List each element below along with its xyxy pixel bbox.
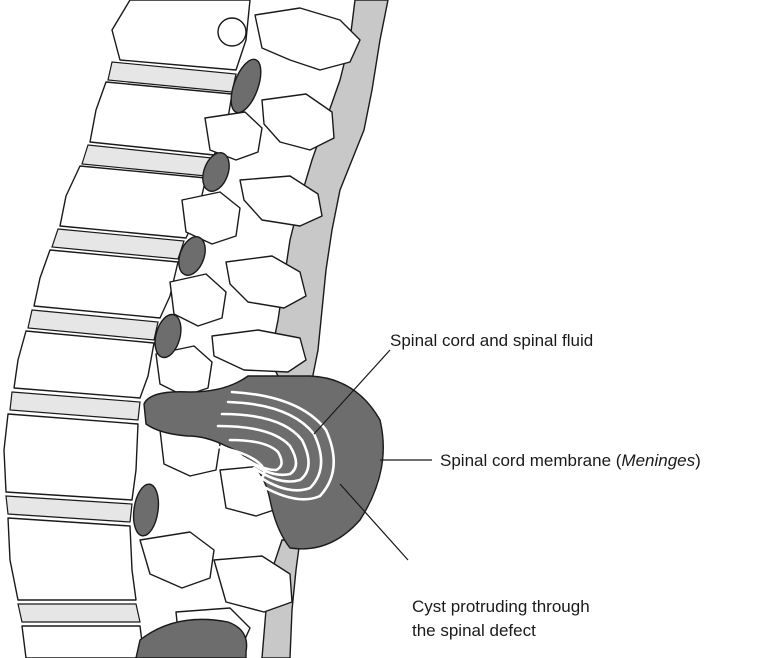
facet-6 xyxy=(140,532,214,588)
label-cyst-line2: the spinal defect xyxy=(412,621,536,640)
facet-2 xyxy=(182,192,240,244)
label-cyst-line1: Cyst protruding through xyxy=(412,597,590,616)
disc-7 xyxy=(18,604,140,622)
label-cord-fluid: Spinal cord and spinal fluid xyxy=(390,331,593,350)
process-4 xyxy=(212,330,306,372)
bone-nodule-1 xyxy=(218,18,246,46)
vertebra-7 xyxy=(8,518,136,600)
foramen-6 xyxy=(136,619,247,658)
disc-6 xyxy=(6,496,132,522)
label-membrane: Spinal cord membrane (Meninges) xyxy=(440,451,701,470)
vertebra-5 xyxy=(14,331,154,398)
label-membrane-text: Spinal cord membrane ( xyxy=(440,451,622,470)
vertebra-6 xyxy=(4,414,138,500)
spinous-top xyxy=(255,8,360,70)
process-1 xyxy=(262,94,334,150)
label-membrane-italic: Meninges xyxy=(621,451,695,470)
vertebra-4 xyxy=(34,250,178,318)
vertebra-8 xyxy=(22,626,144,658)
label-membrane-close: ) xyxy=(695,451,701,470)
foramen-5 xyxy=(130,483,161,538)
